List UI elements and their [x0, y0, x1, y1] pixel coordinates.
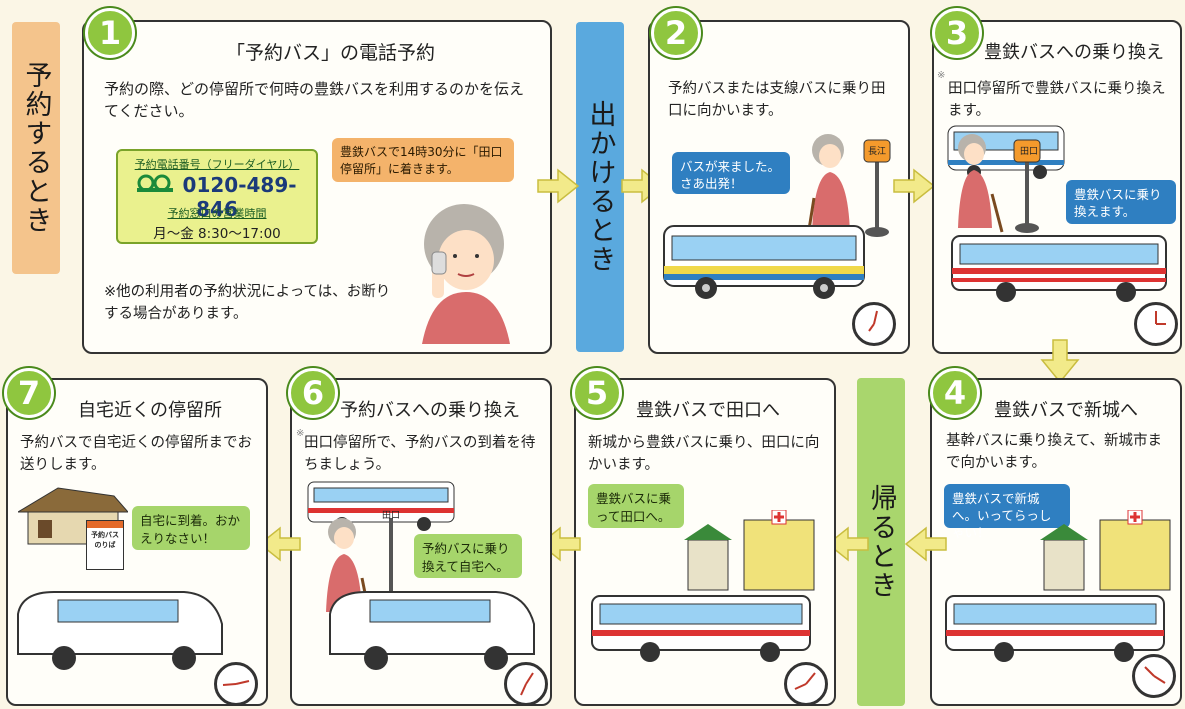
arrow-left-icon — [258, 526, 301, 562]
stop-sign-step2: 長江 — [868, 147, 887, 157]
woman-with-cane-illustration-step3 — [948, 128, 1048, 242]
step-1-title: 「予約バス」の電話予約 — [226, 42, 436, 64]
section-label-depart-text: 出かけるとき — [584, 100, 616, 274]
arrow-left-icon — [826, 526, 869, 562]
phone-number-row: 0120-489-846 — [118, 173, 316, 221]
freedial-icon — [137, 173, 174, 197]
clock-icon — [784, 662, 828, 706]
tour-bus-illustration — [660, 222, 870, 306]
step-2-speech-bubble: バスが来ました。さあ出発！ — [672, 152, 790, 194]
arrow-down-icon — [1040, 339, 1080, 384]
step-7-description: 予約バスで自宅近くの停留所までお送りします。 — [20, 435, 252, 473]
step-2-number: 2 — [651, 8, 701, 58]
stop-sign-step3: 田口 — [1020, 147, 1039, 157]
clock-icon — [1132, 654, 1176, 698]
step-1-number: 1 — [85, 8, 135, 58]
stop-sign-step6: 田口 — [382, 511, 401, 521]
reservation-stop-sign-text: 予約バスのりば — [91, 531, 119, 549]
phone-hours: 月～金 8:30～17:00 — [153, 226, 281, 242]
step-6-description: 田口停留所で、予約バスの到着を待ちましょう。 — [304, 435, 536, 473]
clock-icon — [214, 662, 258, 706]
red-bus-illustration-step5 — [590, 592, 814, 670]
step-3-mark: ※ — [937, 70, 946, 81]
step-1-speech-bubble: 豊鉄バスで14時30分に「田口停留所」に着きます。 — [332, 138, 514, 182]
section-label-reserve-text: 予約するとき — [20, 61, 52, 235]
town-buildings-illustration-step5 — [684, 509, 820, 598]
red-bus-illustration-step4 — [944, 592, 1168, 670]
waiting-woman-bus-stop-illustration — [798, 128, 898, 242]
step-4-description: 基幹バスに乗り換えて、新城市まで向かいます。 — [946, 433, 1163, 471]
step-1-note: ※他の利用者の予約状況によっては、お断りする場合があります。 — [104, 284, 391, 322]
clock-icon — [1134, 302, 1178, 346]
step-5-description: 新城から豊鉄バスに乗り、田口に向かいます。 — [588, 435, 820, 473]
step-5-number: 5 — [572, 368, 622, 418]
arrow-left-icon — [904, 526, 947, 562]
step-6-speech-bubble: 予約バスに乗り換えて自宅へ。 — [414, 534, 522, 578]
phone-hours-label: 予約窓口の営業時間 — [167, 207, 267, 220]
step-4-speech-bubble: 豊鉄バスで新城へ。いってらっしゃい！ — [944, 484, 1070, 540]
step-5-title: 豊鉄バスで田口へ — [636, 400, 780, 421]
red-bus-illustration-step6 — [306, 478, 456, 538]
step-6-mark: ※ — [296, 428, 305, 439]
step-1-description: 予約の際、どの停留所で何時の豊鉄バスを利用するのかを伝えてください。 — [104, 80, 525, 120]
reservation-stop-sign: 予約バスのりば — [86, 520, 124, 570]
phone-label: 予約電話番号（フリーダイヤル） — [134, 158, 300, 171]
step-6-title: 予約バスへの乗り換え — [340, 400, 520, 421]
section-label-return-text: 帰るとき — [865, 484, 897, 600]
town-buildings-illustration-step4 — [1040, 509, 1176, 598]
step-4-title: 豊鉄バスで新城へ — [994, 400, 1138, 421]
arrow-right-icon — [893, 168, 936, 204]
section-label-reserve: 予約するとき — [12, 22, 60, 274]
red-bus-illustration-step3 — [950, 232, 1170, 310]
step-3-number: 3 — [932, 8, 982, 58]
phone-number[interactable]: 0120-489-846 — [182, 173, 297, 221]
step-6-number: 6 — [288, 368, 338, 418]
clock-icon — [852, 302, 896, 346]
woman-on-phone-illustration — [392, 196, 538, 348]
step-2-description: 予約バスまたは支線バスに乗り田口に向かいます。 — [668, 81, 886, 119]
step-5-speech-bubble: 豊鉄バスに乗って田口へ。 — [588, 484, 684, 528]
step-3-title: 豊鉄バスへの乗り換え — [984, 42, 1164, 63]
section-label-depart: 出かけるとき — [576, 22, 624, 352]
clock-icon — [504, 662, 548, 706]
step-4-number: 4 — [930, 368, 980, 418]
van-illustration-step6 — [326, 584, 540, 680]
phone-info-box: 予約電話番号（フリーダイヤル） 0120-489-846 予約窓口の営業時間 月… — [116, 149, 318, 244]
step-7-title: 自宅近くの停留所 — [78, 400, 222, 421]
step-3-description: 田口停留所で豊鉄バスに乗り換えます。 — [948, 81, 1166, 119]
arrow-right-icon — [537, 168, 580, 204]
step-7-speech-bubble: 自宅に到着。おかえりなさい！ — [132, 506, 250, 550]
step-7-number: 7 — [4, 368, 54, 418]
van-illustration-step7 — [14, 584, 228, 680]
step-3-speech-bubble: 豊鉄バスに乗り換えます。 — [1066, 180, 1176, 224]
